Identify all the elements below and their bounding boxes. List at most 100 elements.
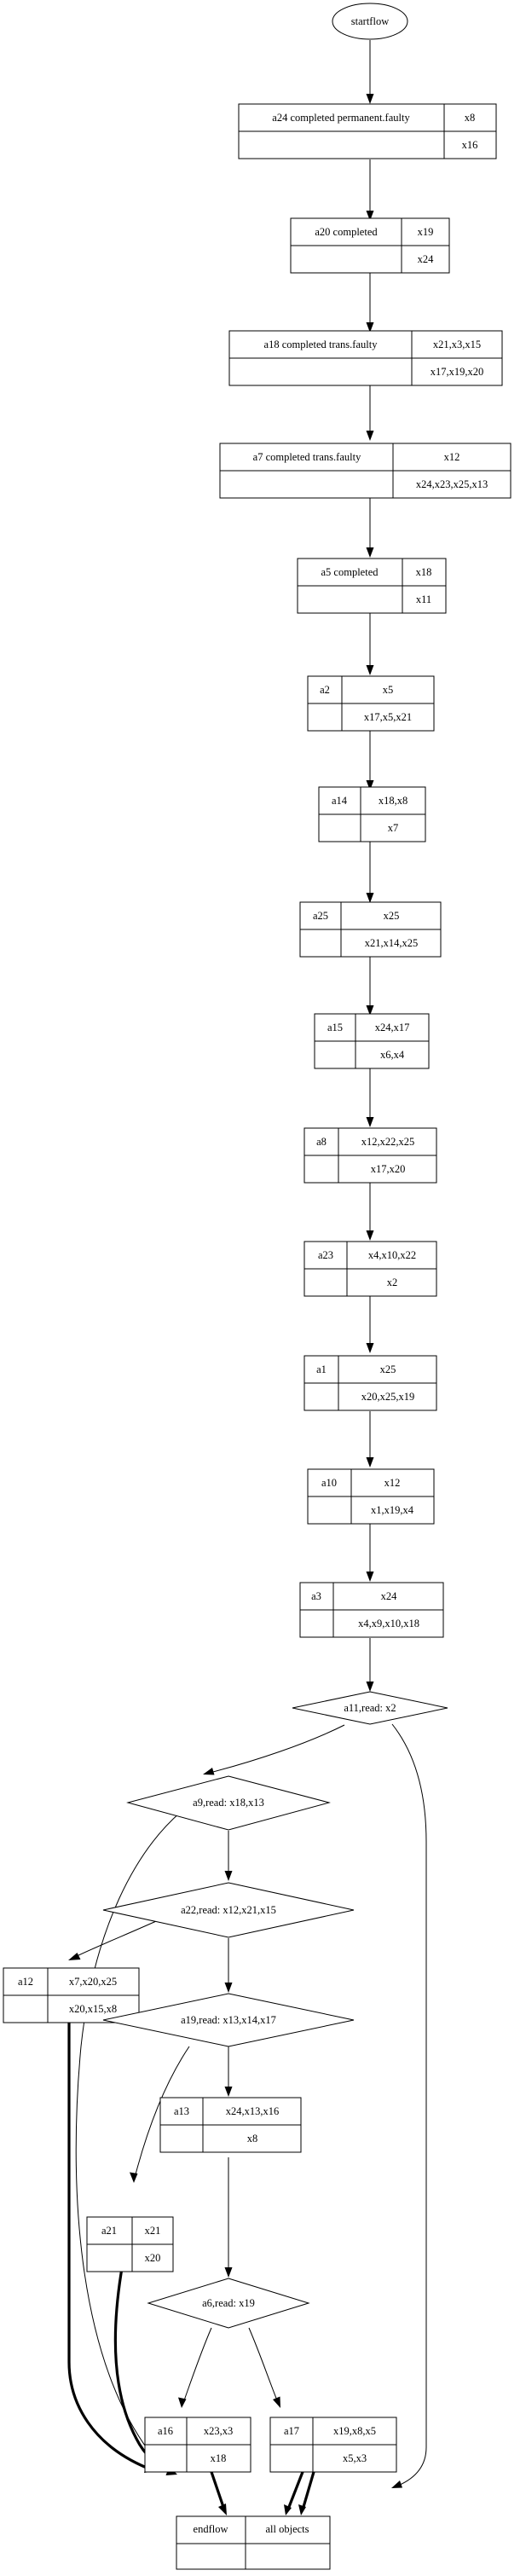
a19-diamond xyxy=(102,1993,355,2047)
node-a14[interactable]: a14 x18,x8 x7 xyxy=(318,786,426,842)
node-a13[interactable]: a13 x24,x13,x16 x8 xyxy=(159,2097,302,2153)
edge-a9-endflow xyxy=(75,1811,182,2452)
arrowhead-a18-a7 xyxy=(366,431,374,441)
node-a18[interactable]: a18 completed trans.faulty x21,x3,x15 x1… xyxy=(228,330,503,386)
a20-bottom-right: x24 xyxy=(418,253,435,265)
a10-top-right: x12 xyxy=(384,1477,401,1489)
a18-name: a18 completed trans.faulty xyxy=(264,339,379,350)
arrowhead-a23-a1 xyxy=(366,1343,374,1353)
a16-name: a16 xyxy=(158,2425,173,2437)
a15-name: a15 xyxy=(327,1022,343,1033)
node-a24[interactable]: a24 completed permanent.faulty x8 x16 xyxy=(238,103,497,159)
a23-name: a23 xyxy=(318,1249,333,1261)
node-a16[interactable]: a16 x23,x3 x18 xyxy=(144,2417,251,2473)
a9-diamond xyxy=(126,1775,331,1831)
a17-name: a17 xyxy=(284,2425,299,2437)
a8-top-right: x12,x22,x25 xyxy=(361,1136,415,1148)
a3-top-right: x24 xyxy=(381,1590,398,1602)
arrowhead-a22-a12 xyxy=(68,1953,81,1960)
arrowhead-a1-a10 xyxy=(366,1457,374,1467)
node-a10[interactable]: a10 x12 x1,x19,x4 xyxy=(307,1468,435,1525)
arrowhead-a22-a19 xyxy=(224,1983,233,1993)
edge-a16-endflow xyxy=(210,2471,225,2508)
a15-top-right: x24,x17 xyxy=(375,1022,410,1033)
a22-label: a22,read: x12,x21,x15 xyxy=(181,1904,276,1916)
arrowhead-a3-a11 xyxy=(366,1682,374,1692)
node-a21[interactable]: a21 x21 x20 xyxy=(86,2216,174,2272)
a7-bottom-right: x24,x23,x25,x13 xyxy=(416,478,488,490)
node-a19[interactable]: a19,read: x13,x14,x17 xyxy=(102,1993,355,2047)
arrowhead-a25-a15 xyxy=(366,1005,374,1016)
a20-name: a20 completed xyxy=(315,226,378,238)
node-a22[interactable]: a22,read: x12,x21,x15 xyxy=(102,1882,355,1938)
arrowhead-a20-a18 xyxy=(366,322,374,333)
node-a8[interactable]: a8 x12,x22,x25 x17,x20 xyxy=(303,1127,437,1184)
all-objects-label: all objects xyxy=(265,2523,309,2535)
a1-name: a1 xyxy=(316,1363,327,1375)
node-a2[interactable]: a2 x5 x17,x5,x21 xyxy=(307,675,435,732)
node-a3[interactable]: a3 x24 x4,x9,x10,x18 xyxy=(299,1582,444,1638)
a14-name: a14 xyxy=(332,795,348,807)
a16-bottom-right: x18 xyxy=(211,2452,227,2464)
arrowhead-a16-endflow xyxy=(218,2504,227,2515)
a5-top-right: x18 xyxy=(416,566,432,578)
arrowhead-startflow-a24 xyxy=(366,94,374,104)
a23-top-right: x4,x10,x22 xyxy=(368,1249,416,1261)
a10-bottom-right: x1,x19,x4 xyxy=(371,1504,414,1516)
node-a15[interactable]: a15 x24,x17 x6,x4 xyxy=(314,1013,430,1069)
a12-name: a12 xyxy=(18,1976,33,1988)
a12-bottom-right: x20,x15,x8 xyxy=(69,2003,117,2015)
a25-top-right: x25 xyxy=(384,910,400,922)
a13-name: a13 xyxy=(174,2105,189,2117)
a24-bottom-right: x16 xyxy=(462,139,478,151)
startflow-label: startflow xyxy=(351,15,389,27)
node-a5[interactable]: a5 completed x18 x11 xyxy=(297,558,447,614)
edge-a6-a17 xyxy=(248,2327,278,2401)
node-a11[interactable]: a11,read: x2 xyxy=(292,1691,448,1725)
node-a20[interactable]: a20 completed x19 x24 xyxy=(290,217,450,274)
a2-bottom-right: x17,x5,x21 xyxy=(364,711,412,723)
startflow-ellipse xyxy=(332,3,408,40)
a25-name: a25 xyxy=(313,910,328,922)
node-a23[interactable]: a23 x4,x10,x22 x2 xyxy=(303,1241,437,1297)
a18-bottom-right: x17,x19,x20 xyxy=(431,366,484,378)
a17-bottom-right: x5,x3 xyxy=(343,2452,367,2464)
arrowhead-a7-a5 xyxy=(366,547,374,558)
node-a12[interactable]: a12 x7,x20,x25 x20,x15,x8 xyxy=(3,1967,140,2023)
a6-diamond xyxy=(147,2278,310,2329)
edge-a17-allobjects-1 xyxy=(287,2471,304,2508)
node-endflow[interactable]: endflow all objects xyxy=(176,2515,331,2570)
a16-top-right: x23,x3 xyxy=(204,2425,233,2437)
a13-top-right: x24,x13,x16 xyxy=(226,2105,280,2117)
a22-diamond xyxy=(102,1882,355,1938)
arrowhead-a9-a22 xyxy=(224,1871,233,1881)
node-a6[interactable]: a6,read: x19 xyxy=(147,2278,310,2329)
a20-top-right: x19 xyxy=(418,226,434,238)
edge-a17-allobjects-2 xyxy=(302,2471,315,2508)
a11-label: a11,read: x2 xyxy=(344,1702,396,1714)
node-startflow[interactable]: startflow xyxy=(332,3,408,40)
a17-top-right: x19,x8,x5 xyxy=(333,2425,376,2437)
endflow-box xyxy=(176,2515,331,2570)
node-a17[interactable]: a17 x19,x8,x5 x5,x3 xyxy=(269,2417,397,2473)
arrowhead-a10-a3 xyxy=(366,1572,374,1582)
node-a1[interactable]: a1 x25 x20,x25,x19 xyxy=(303,1355,437,1411)
a1-top-right: x25 xyxy=(380,1363,396,1375)
edge-a19-a21 xyxy=(135,2046,190,2175)
arrowhead-a8-a23 xyxy=(366,1230,374,1241)
arrowhead-a6-a16 xyxy=(178,2397,187,2408)
arrowhead-a11-allobjects xyxy=(391,2480,402,2488)
a21-name: a21 xyxy=(101,2225,117,2237)
node-a9[interactable]: a9,read: x18,x13 xyxy=(126,1775,331,1831)
arrowhead-a6-a17 xyxy=(273,2396,280,2408)
a2-top-right: x5 xyxy=(383,684,394,696)
a25-bottom-right: x21,x14,x25 xyxy=(365,937,419,949)
node-a25[interactable]: a25 x25 x21,x14,x25 xyxy=(299,901,442,958)
a15-bottom-right: x6,x4 xyxy=(380,1049,405,1061)
a24-name: a24 completed permanent.faulty xyxy=(272,112,410,124)
node-a7[interactable]: a7 completed trans.faulty x12 x24,x23,x2… xyxy=(219,443,512,499)
a12-top-right: x7,x20,x25 xyxy=(69,1976,117,1988)
edge-a11-a9 xyxy=(209,1724,345,1774)
a8-bottom-right: x17,x20 xyxy=(371,1163,406,1175)
